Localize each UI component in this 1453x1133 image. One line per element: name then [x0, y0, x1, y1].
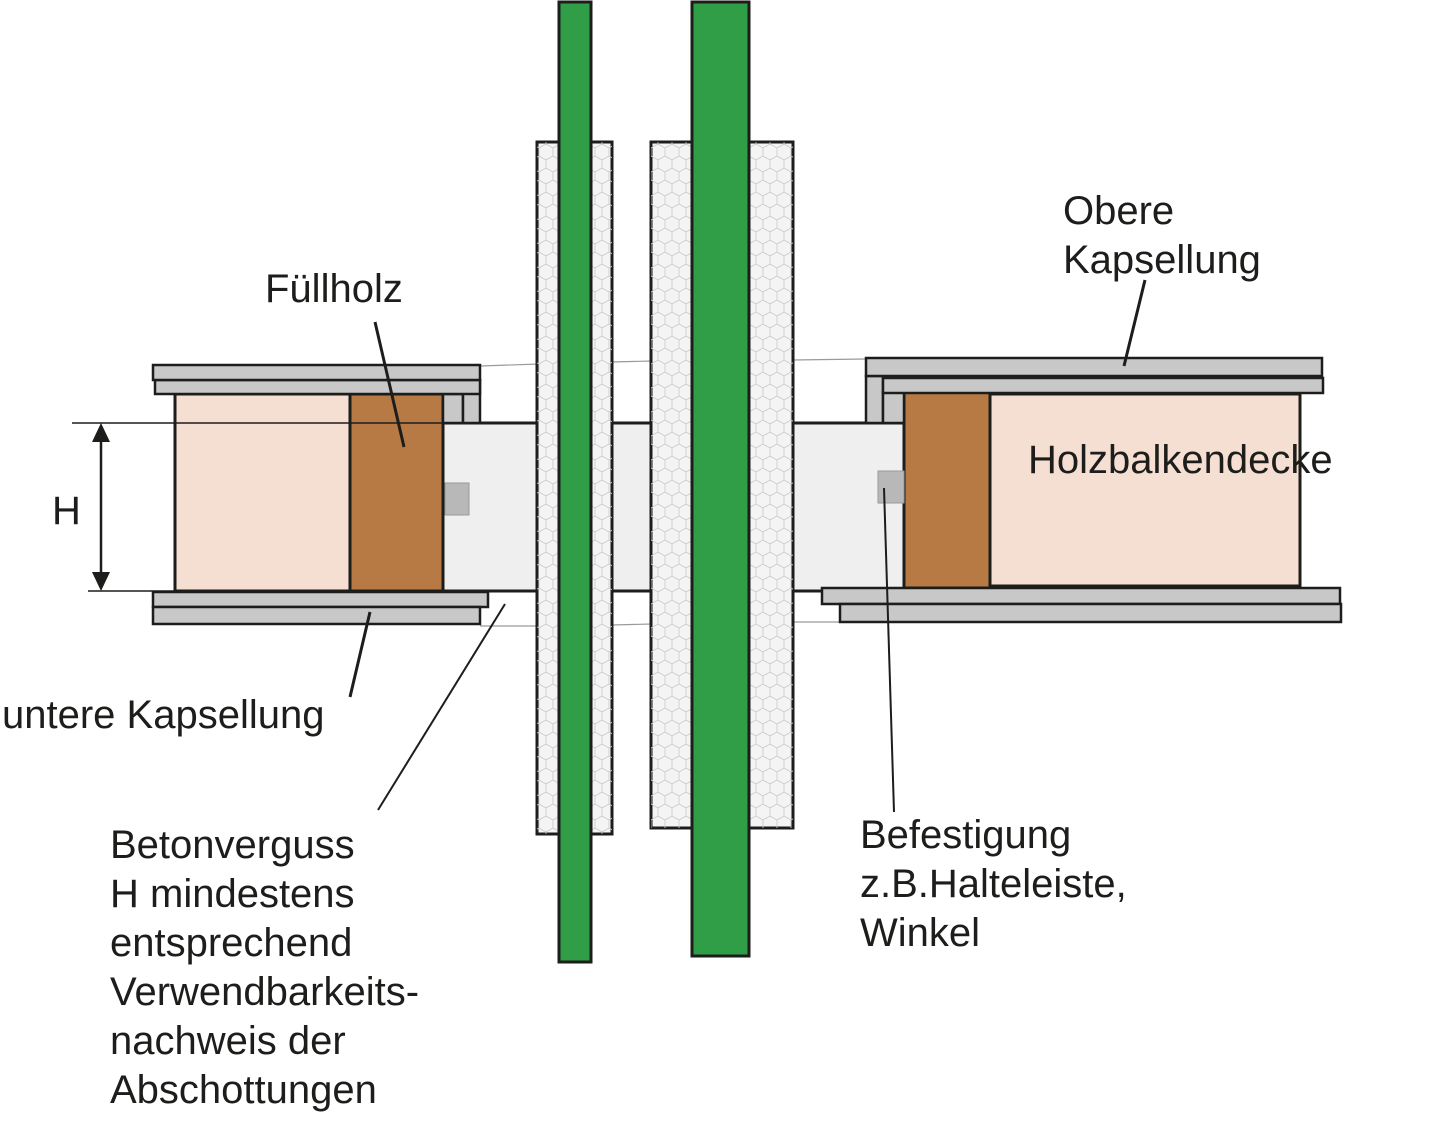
label-betonverguss: Betonverguss H mindestens entsprechend V…	[110, 823, 420, 1112]
left-ceiling	[151, 363, 490, 626]
left-filler-timber	[348, 392, 445, 593]
pipes	[557, 0, 751, 964]
left-fixing	[444, 482, 470, 516]
right-upper-board-2	[881, 376, 1325, 395]
leader-lines	[348, 279, 1147, 813]
right-upper-board-1	[864, 356, 1324, 378]
right-filler-timber	[902, 390, 992, 590]
left-upper-board-2	[153, 378, 482, 396]
right-lower-board-1	[820, 586, 1342, 606]
watermark: G.Lorbeer	[902, 381, 943, 391]
right-ceiling	[820, 356, 1343, 624]
label-holzbalkendecke: Holzbalkendecke	[1028, 438, 1333, 482]
label-obere-kapsellung: Obere Kapsellung	[1063, 189, 1261, 282]
construction-lines	[479, 358, 867, 627]
left-lower-board-2	[151, 605, 482, 626]
label-h: H	[52, 489, 81, 533]
right-fixing	[877, 470, 905, 504]
pipe-left	[557, 0, 593, 964]
label-untere-kapsellung: untere Kapsellung	[2, 693, 325, 737]
arrow-up-icon	[92, 423, 110, 442]
pipe-right	[690, 0, 751, 958]
left-lower-board-1	[151, 590, 490, 609]
dimension-h	[72, 422, 443, 592]
left-upper-board-1	[151, 363, 482, 382]
label-fuellholz: Füllholz	[265, 267, 403, 311]
label-befestigung: Befestigung z.B.Halteleiste, Winkel	[860, 813, 1127, 955]
right-lower-board-2	[838, 602, 1343, 624]
arrow-down-icon	[92, 572, 110, 591]
